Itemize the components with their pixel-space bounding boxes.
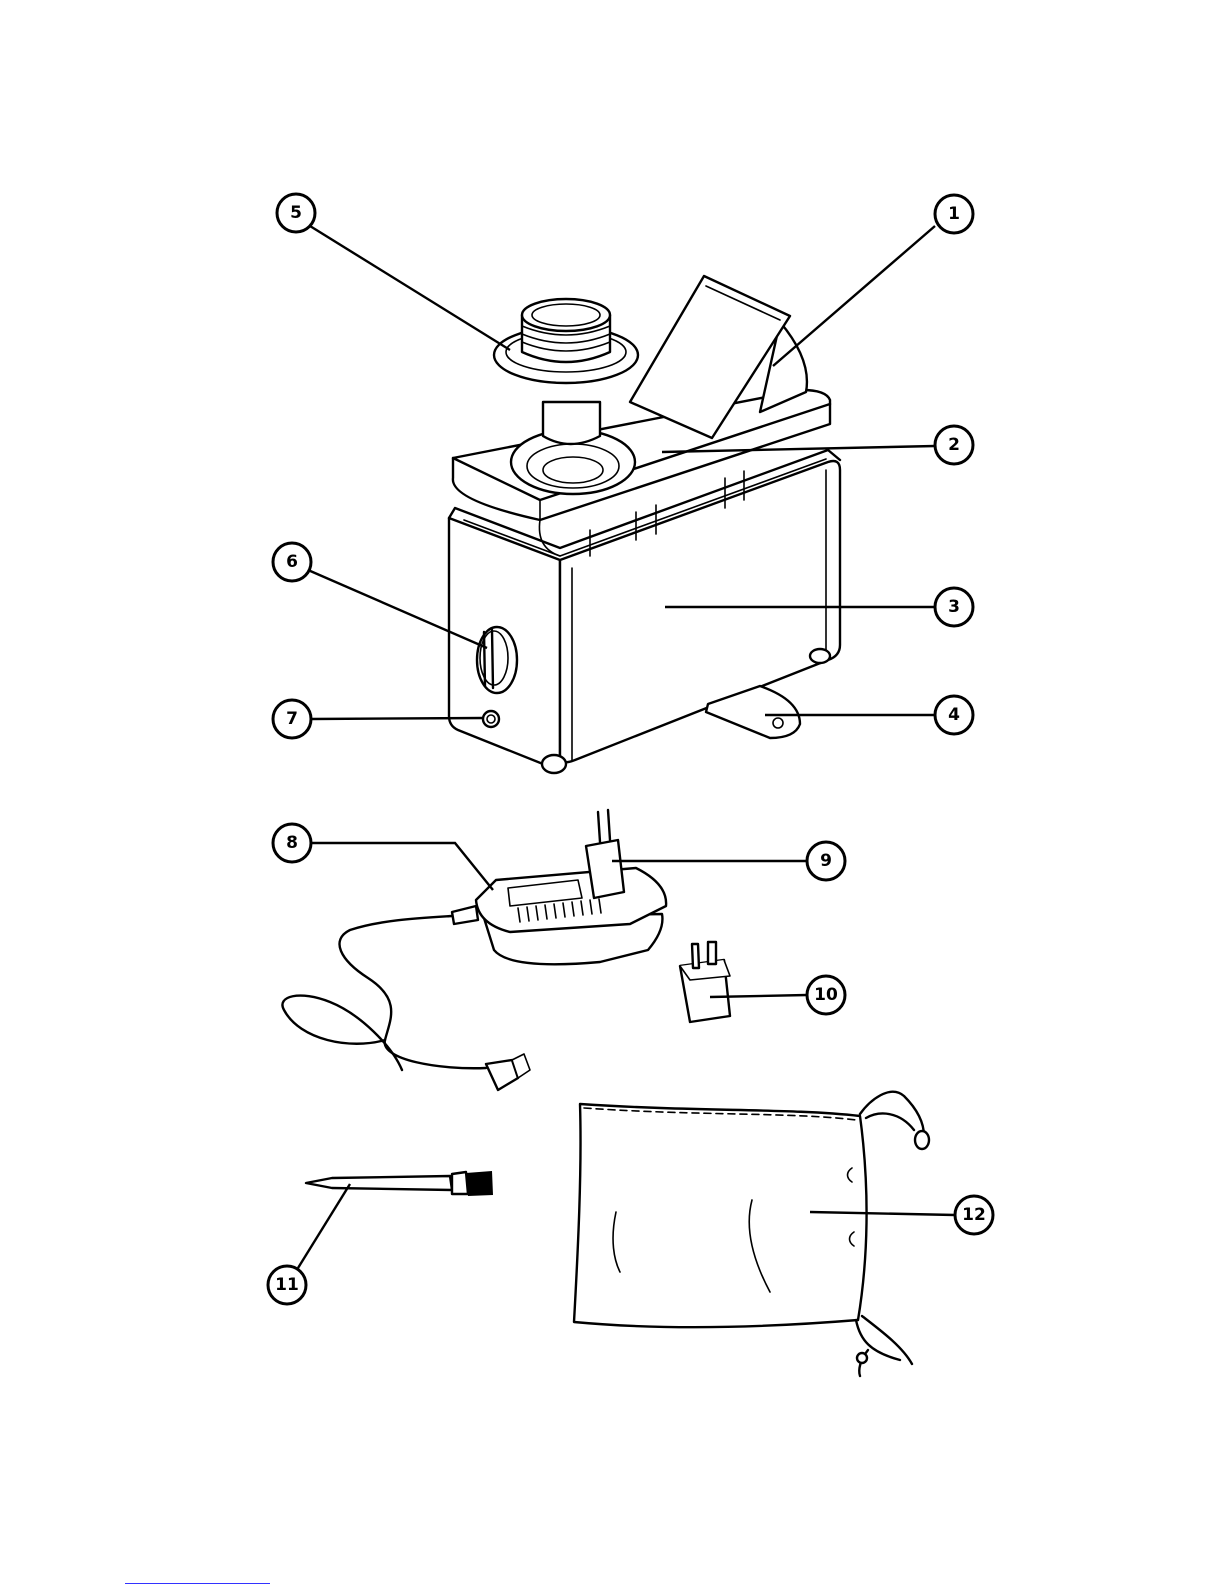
drawstring-bag (574, 1092, 929, 1376)
callout-label-10: 10 (814, 985, 838, 1005)
callout-label-2: 2 (948, 435, 960, 455)
callout-label-12: 12 (962, 1205, 986, 1225)
callout-8: 8 (273, 824, 493, 890)
bottle-adapter (494, 299, 638, 444)
footer-rule (125, 1583, 270, 1584)
callout-label-11: 11 (275, 1275, 299, 1295)
callout-label-7: 7 (286, 709, 298, 729)
cleaning-brush (306, 1171, 493, 1196)
power-adapter (282, 868, 666, 1090)
humidifier-unit (449, 276, 840, 773)
callout-label-5: 5 (290, 203, 302, 223)
callout-label-3: 3 (948, 597, 960, 617)
callout-11: 11 (268, 1184, 350, 1304)
control-knob (477, 627, 517, 693)
plug-head-euro (586, 810, 624, 898)
dc-power-jack (483, 711, 499, 727)
callout-label-4: 4 (948, 705, 960, 725)
callout-label-9: 9 (820, 851, 832, 871)
callout-label-6: 6 (286, 552, 298, 572)
callout-label-1: 1 (948, 204, 960, 224)
callout-1: 1 (773, 195, 973, 366)
callout-label-8: 8 (286, 833, 298, 853)
callout-5: 5 (277, 194, 510, 350)
plug-head-us (680, 942, 730, 1022)
